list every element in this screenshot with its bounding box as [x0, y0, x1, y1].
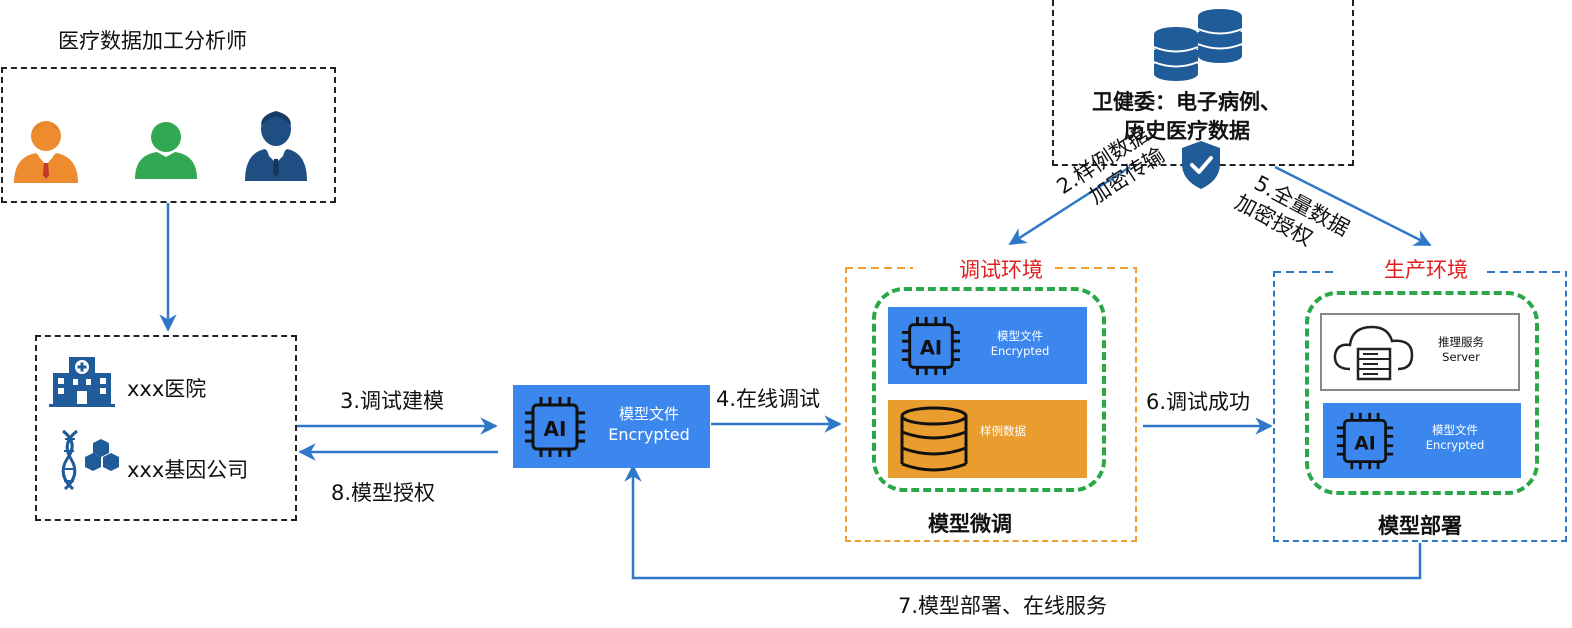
debug-model-title: 模型文件: [997, 329, 1043, 343]
health-commission-box: 卫健委：电子病例、 历史医疗数据: [1052, 0, 1354, 166]
person-green-icon: [135, 122, 197, 179]
debug-env-inner: [872, 287, 1106, 492]
svg-text:AI: AI: [544, 417, 567, 441]
database-icon: [900, 406, 968, 472]
analyst-box: [1, 67, 336, 203]
prod-model-subtitle: Encrypted: [1425, 437, 1485, 452]
svg-text:AI: AI: [1354, 433, 1376, 454]
step7-label: 7.模型部署、在线服务: [898, 594, 1108, 618]
commission-line2: 历史医疗数据: [1124, 119, 1250, 143]
step3-label: 3.调试建模: [340, 389, 445, 413]
model-file-subtitle: Encrypted: [608, 424, 690, 444]
prod-env-caption: 模型部署: [1378, 514, 1462, 538]
prod-model-card[interactable]: AI 模型文件 Encrypted: [1323, 403, 1521, 478]
commission-line1: 卫健委：电子病例、: [1092, 90, 1281, 114]
shield-check-icon: [1182, 141, 1220, 189]
analyst-title: 医疗数据加工分析师: [58, 29, 247, 53]
inference-server-text: 推理服务 Server: [1426, 335, 1496, 365]
ai-chip-icon: AI: [525, 397, 585, 457]
arrow-step2: [1008, 165, 1131, 246]
inference-server-card[interactable]: 推理服务 Server: [1320, 313, 1520, 391]
svg-text:AI: AI: [920, 337, 942, 360]
model-file-card[interactable]: AI 模型文件 Encrypted: [513, 385, 710, 468]
prod-env-inner: [1305, 291, 1539, 495]
step8-label: 8.模型授权: [331, 481, 436, 505]
prod-model-text: 模型文件 Encrypted: [1415, 423, 1495, 453]
arrow-step5: [1274, 165, 1432, 247]
hospital-icon: [49, 357, 115, 407]
ai-chip-icon: AI: [901, 316, 961, 376]
step4-label: 4.在线调试: [716, 387, 821, 411]
person-orange-icon: [14, 121, 78, 183]
debug-model-subtitle: Encrypted: [990, 343, 1050, 358]
prod-env-title: 生产环境: [1384, 258, 1468, 282]
prod-env-top-border: [1273, 271, 1567, 273]
dna-icon: [61, 429, 119, 491]
model-file-title: 模型文件: [618, 405, 679, 423]
database-icon: [1153, 9, 1243, 81]
inference-server-subtitle: Server: [1442, 349, 1480, 364]
debug-env-caption: 模型微调: [928, 512, 1012, 536]
debug-model-card[interactable]: AI 模型文件 Encrypted: [888, 307, 1087, 384]
hospital-label: xxx医院: [127, 377, 207, 401]
prod-model-title: 模型文件: [1432, 423, 1478, 437]
sample-data-label: 样例数据: [980, 424, 1026, 438]
debug-env-outer: [845, 267, 1137, 542]
ai-chip-icon: AI: [1336, 412, 1394, 470]
model-file-text: 模型文件 Encrypted: [599, 405, 699, 445]
org-box: xxx医院 xxx基因公司: [35, 335, 297, 521]
gene-company-label: xxx基因公司: [127, 458, 249, 482]
step6-label: 6.调试成功: [1146, 390, 1251, 414]
inference-server-title: 推理服务: [1438, 335, 1484, 349]
person-navy-icon: [245, 111, 307, 181]
prod-env-outer: [1273, 271, 1567, 542]
debug-env-title: 调试环境: [959, 258, 1043, 282]
debug-model-text: 模型文件 Encrypted: [980, 329, 1060, 359]
sample-data-card[interactable]: 样例数据: [888, 400, 1087, 478]
debug-env-top-border: [845, 267, 1137, 269]
arrow-step7: [624, 464, 1422, 580]
cloud-server-icon: [1333, 325, 1414, 381]
